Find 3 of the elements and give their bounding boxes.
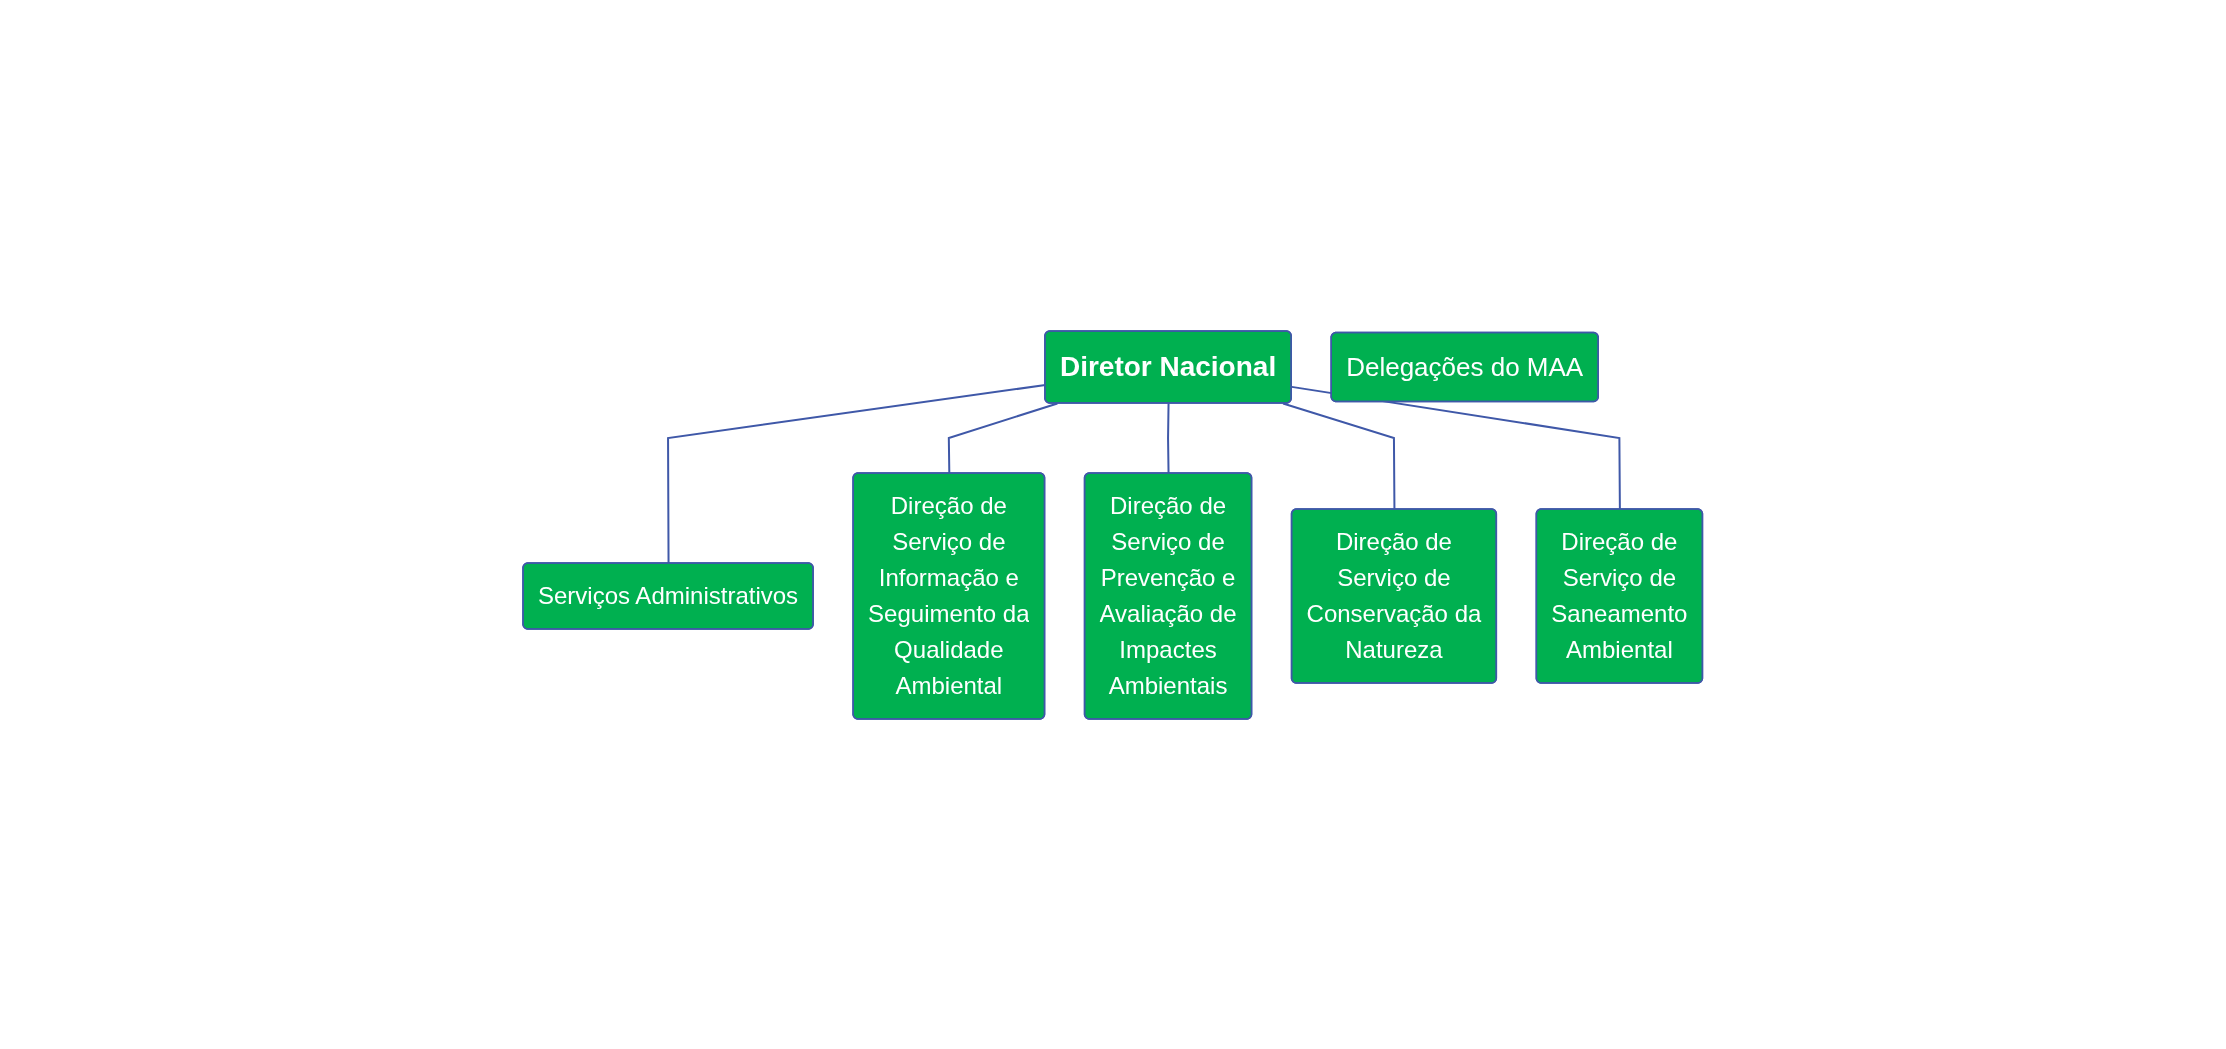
connector xyxy=(1282,402,1396,510)
connector xyxy=(1167,402,1170,474)
connector xyxy=(948,402,1059,474)
